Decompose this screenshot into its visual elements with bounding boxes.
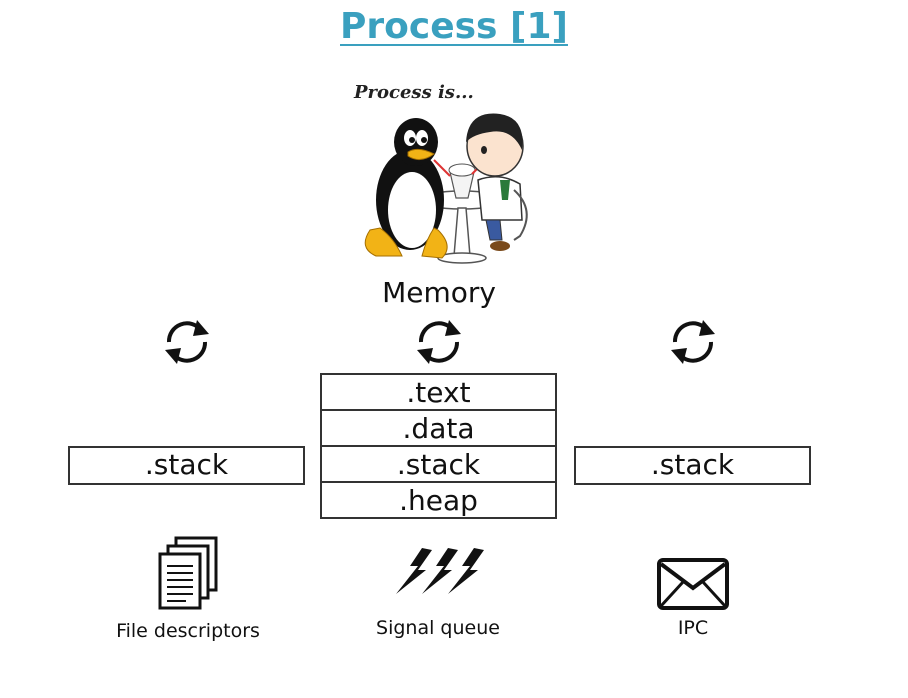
- illustration-caption: Process is...: [354, 82, 474, 103]
- lightning-icon: [396, 548, 484, 594]
- sync-icon: [671, 320, 715, 364]
- ipc-label: IPC: [677, 617, 709, 639]
- sync-icon: [165, 320, 209, 364]
- penguin-and-boy-illustration: [364, 113, 528, 264]
- sync-icon: [417, 320, 461, 364]
- memory-label: Memory: [382, 276, 496, 309]
- thread-stack-left: .stack: [68, 446, 305, 485]
- signal-queue-label: Signal queue: [376, 617, 500, 639]
- documents-icon: [158, 536, 218, 610]
- file-descriptors-label: File descriptors: [116, 620, 260, 642]
- page-title[interactable]: Process [1]: [340, 6, 568, 47]
- memory-segment-data: .data: [320, 409, 557, 447]
- memory-segment-heap: .heap: [320, 481, 557, 519]
- memory-segment-text: .text: [320, 373, 557, 411]
- thread-stack-right: .stack: [574, 446, 811, 485]
- envelope-icon: [657, 558, 729, 610]
- memory-segments: .text .data .stack .heap: [320, 373, 557, 519]
- memory-segment-stack: .stack: [320, 445, 557, 483]
